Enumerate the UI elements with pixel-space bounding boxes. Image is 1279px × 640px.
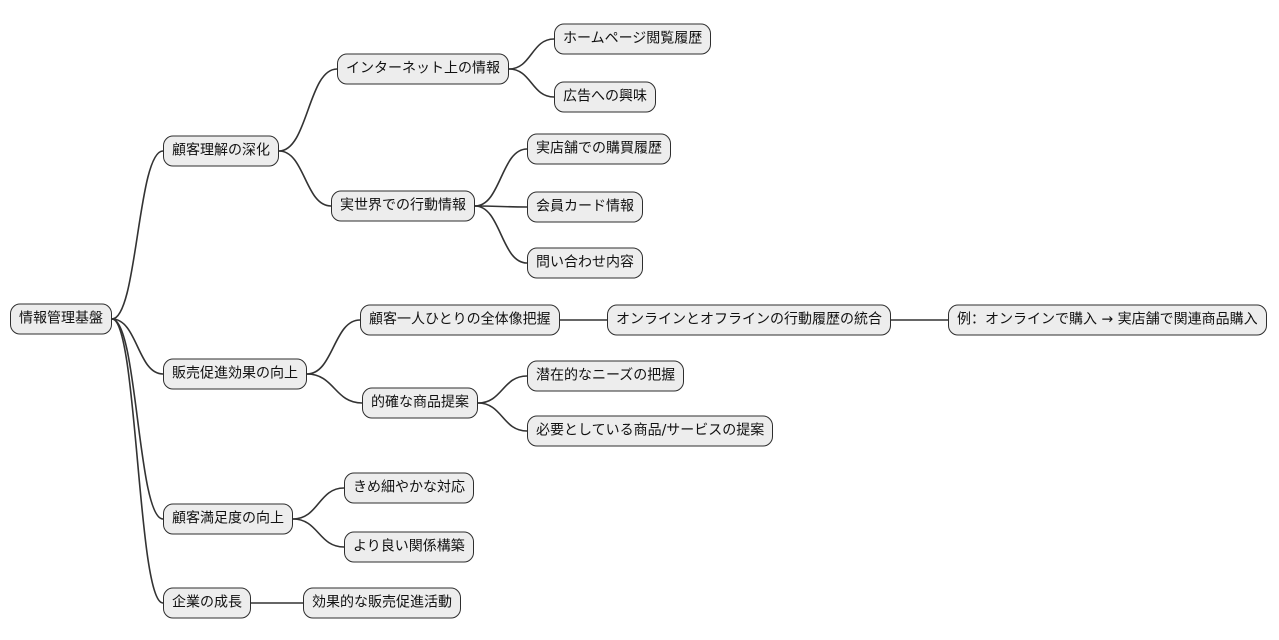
node-customer-satisfaction-improvement[interactable]: 顧客満足度の向上 xyxy=(163,503,293,535)
edge-connector xyxy=(278,68,338,152)
edge-connector xyxy=(278,150,332,207)
edge-connector xyxy=(292,487,345,520)
node-homepage-browsing-history[interactable]: ホームページ閲覧履歴 xyxy=(554,23,712,55)
edge-connector xyxy=(111,318,164,375)
node-needed-products-services[interactable]: 必要としている商品/サービスの提案 xyxy=(527,415,774,447)
node-effective-sales-promotion[interactable]: 効果的な販売促進活動 xyxy=(303,587,461,619)
node-company-growth[interactable]: 企業の成長 xyxy=(163,587,251,619)
node-online-offline-integration[interactable]: オンラインとオフラインの行動履歴の統合 xyxy=(607,304,891,336)
node-inquiry-content[interactable]: 問い合わせ内容 xyxy=(527,247,643,279)
edge-connector xyxy=(474,205,528,264)
node-internet-information[interactable]: インターネット上の情報 xyxy=(337,53,509,85)
node-store-purchase-history[interactable]: 実店舗での購買履歴 xyxy=(527,133,671,165)
edge-connector xyxy=(477,402,528,432)
edge-connector xyxy=(474,205,528,208)
edge-connector xyxy=(508,38,555,70)
edge-connector xyxy=(477,375,528,404)
node-better-relationships[interactable]: より良い関係構築 xyxy=(344,531,474,563)
node-membership-card-info[interactable]: 会員カード情報 xyxy=(527,191,643,223)
edge-connector xyxy=(111,318,164,604)
node-real-world-behavior[interactable]: 実世界での行動情報 xyxy=(331,190,475,222)
edge-connector xyxy=(111,150,164,320)
node-attentive-response[interactable]: きめ細やかな対応 xyxy=(344,472,474,504)
node-accurate-product-proposal[interactable]: 的確な商品提案 xyxy=(362,387,478,419)
node-customer-understanding[interactable]: 顧客理解の深化 xyxy=(163,135,279,167)
edge-connector xyxy=(111,318,164,520)
node-ad-interest[interactable]: 広告への興味 xyxy=(554,81,656,113)
node-sales-promotion-improvement[interactable]: 販売促進効果の向上 xyxy=(163,358,307,390)
node-root-information-management-platform[interactable]: 情報管理基盤 xyxy=(10,303,112,335)
node-latent-needs[interactable]: 潜在的なニーズの把握 xyxy=(527,360,685,392)
edge-connector xyxy=(306,319,361,375)
node-example-purchase-flow[interactable]: 例：オンラインで購入 → 実店舗で関連商品購入 xyxy=(948,304,1267,336)
edge-connector xyxy=(292,518,345,548)
edge-connector xyxy=(508,68,555,98)
node-customer-whole-picture[interactable]: 顧客一人ひとりの全体像把握 xyxy=(360,304,560,336)
edge-connector xyxy=(306,373,363,404)
edge-connector xyxy=(474,148,528,207)
